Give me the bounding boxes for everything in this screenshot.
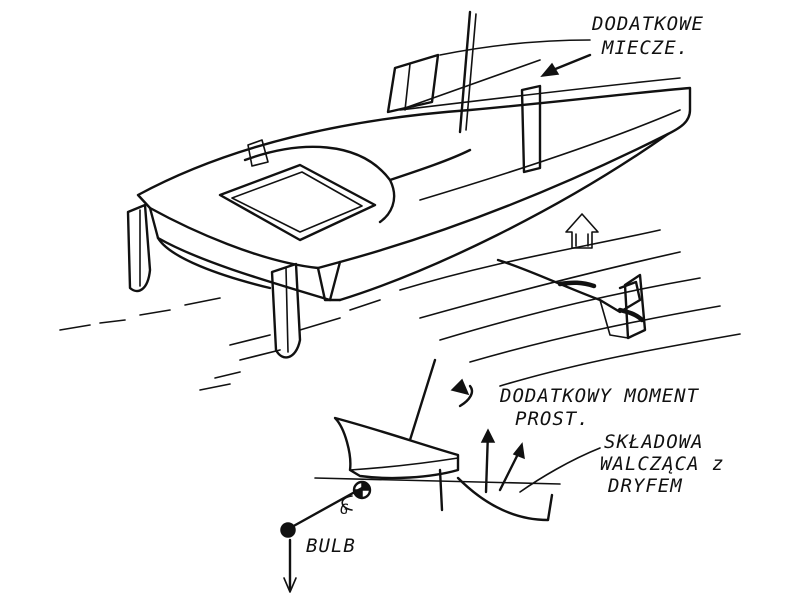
label-cg: G bbox=[340, 502, 349, 518]
section-hull bbox=[333, 416, 460, 480]
label-extra-daggerboards: DODATKOWE MIECZE. bbox=[439, 13, 704, 77]
label-prost: PROST. bbox=[515, 408, 590, 430]
label-walczaca: WALCZĄCA z bbox=[600, 453, 724, 475]
moment-arrow bbox=[458, 384, 474, 408]
bulb-mass bbox=[280, 522, 297, 593]
hull-side bbox=[148, 206, 342, 302]
label-miecze: MIECZE. bbox=[601, 37, 689, 59]
label-dodatkowy-moment: DODATKOWY MOMENT bbox=[499, 385, 700, 407]
section-waterline bbox=[314, 477, 561, 485]
daggerboard-left bbox=[386, 53, 440, 114]
section-mast bbox=[408, 358, 437, 442]
cockpit bbox=[218, 163, 377, 242]
mast bbox=[458, 10, 472, 134]
deck-outline bbox=[136, 86, 692, 270]
cabin-top bbox=[243, 145, 396, 224]
foil-section bbox=[496, 258, 647, 340]
label-skladowa: SKŁADOWA bbox=[604, 431, 704, 453]
label-extra-moment: DODATKOWY MOMENT PROST. bbox=[499, 385, 700, 430]
label-bulb: BULB bbox=[306, 535, 356, 557]
daggerboard-right bbox=[520, 84, 542, 174]
label-dodatkowe: DODATKOWE bbox=[591, 13, 704, 35]
section-view bbox=[280, 358, 601, 593]
water-lines bbox=[59, 297, 381, 391]
main-boat bbox=[59, 10, 741, 391]
rudder-left bbox=[126, 203, 152, 293]
lift-arrow bbox=[565, 213, 599, 249]
label-component: SKŁADOWA WALCZĄCA z DRYFEM bbox=[600, 431, 724, 497]
label-dryfem: DRYFEM bbox=[607, 475, 683, 497]
cg-symbol bbox=[341, 480, 372, 511]
